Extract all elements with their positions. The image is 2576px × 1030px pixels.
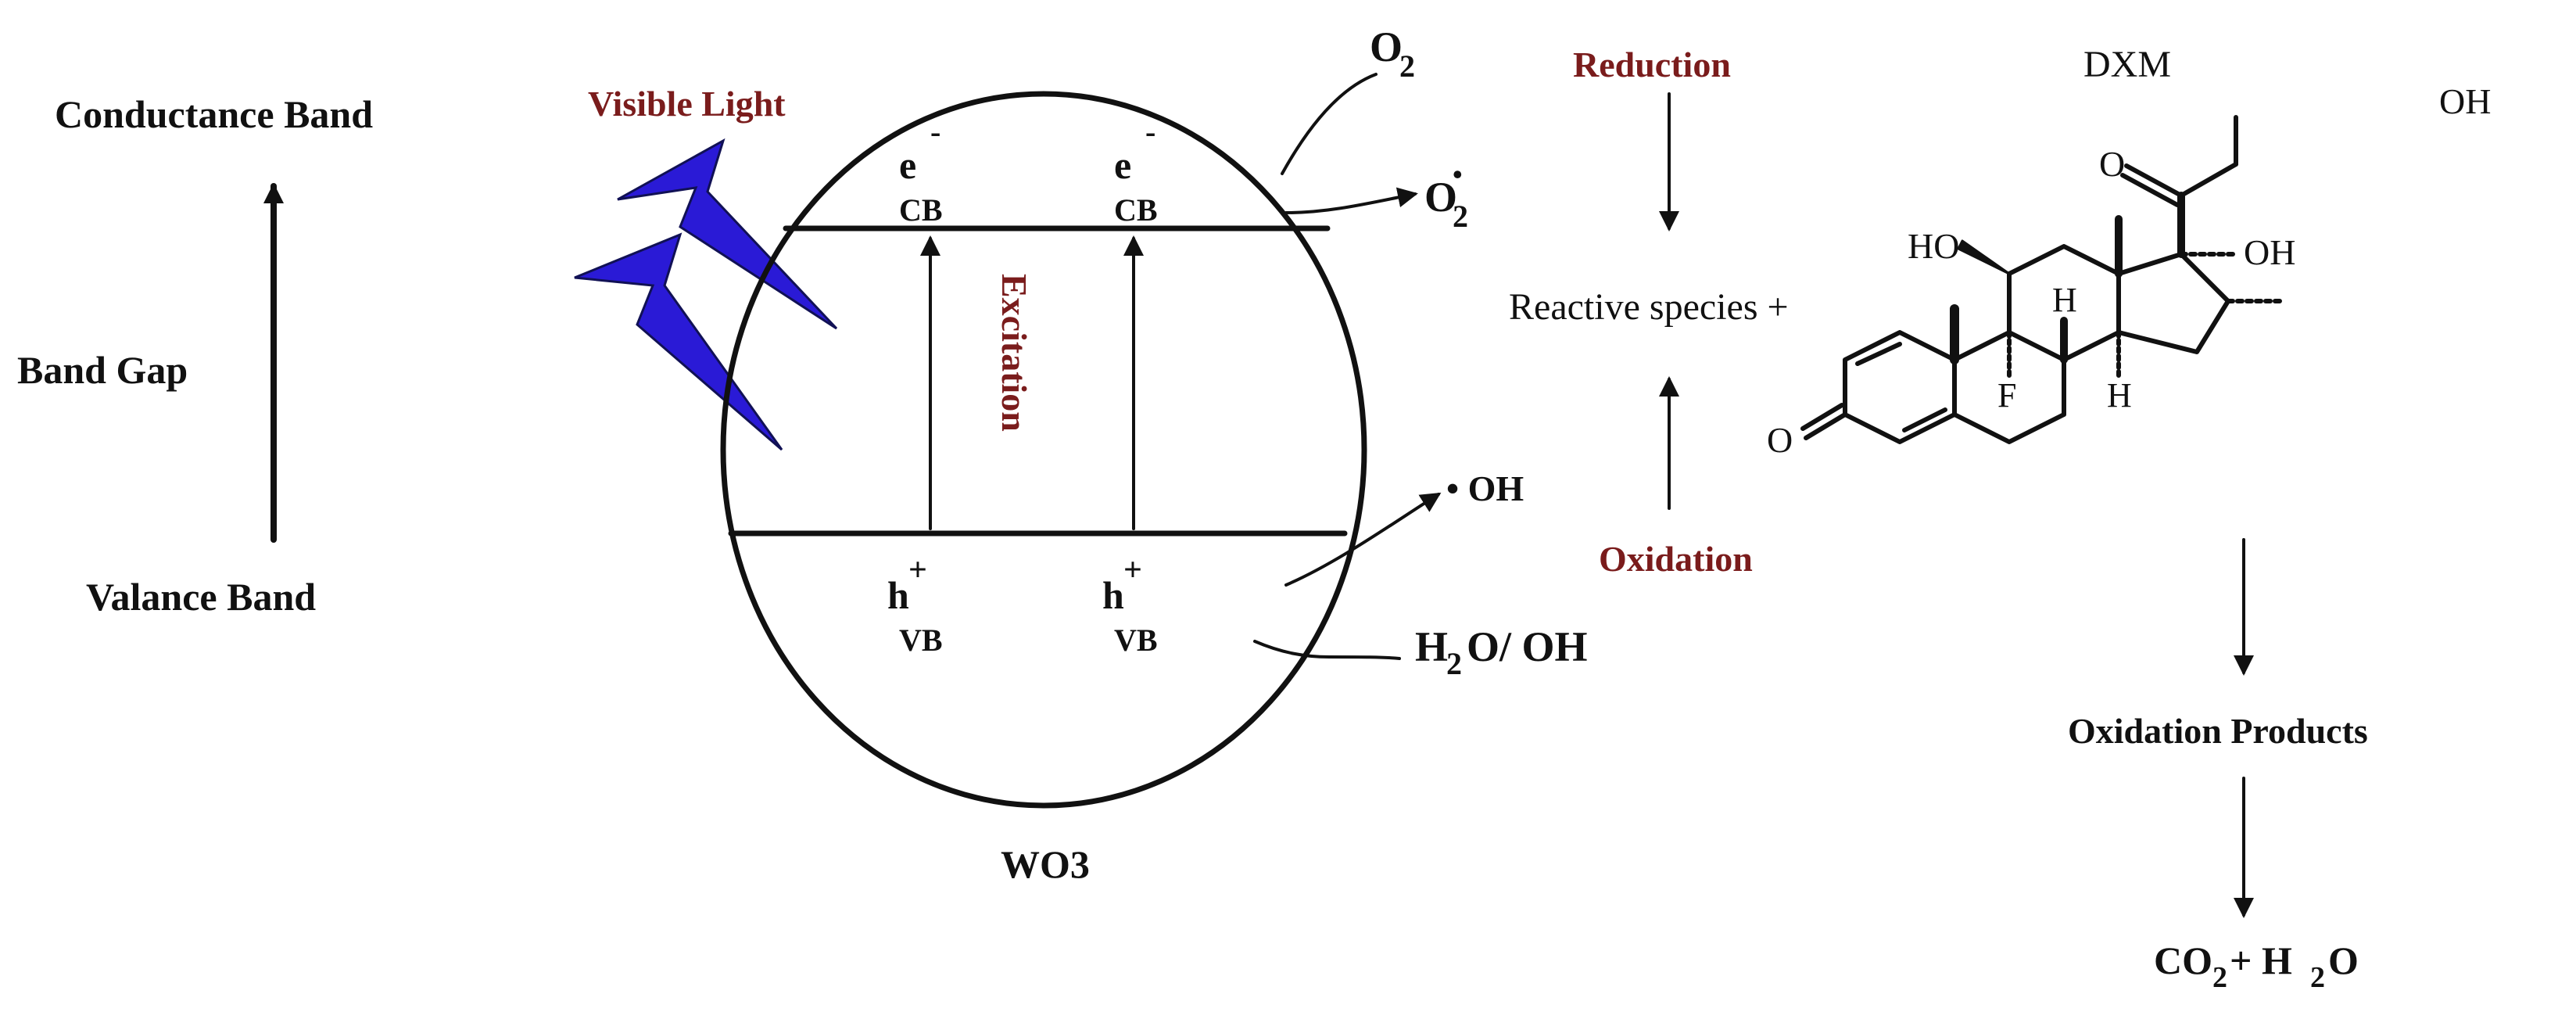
svg-text:-: - bbox=[1145, 114, 1155, 149]
svg-text:h: h bbox=[887, 573, 909, 617]
dxm-h14-label: H bbox=[2107, 376, 2132, 415]
svg-text:O: O bbox=[1424, 174, 1457, 221]
wo3-particle-outline bbox=[720, 91, 1367, 809]
svg-text:h: h bbox=[1102, 573, 1124, 617]
o2-radical-arrow bbox=[1284, 187, 1418, 214]
dxm-structure bbox=[1800, 115, 2285, 444]
dxm-oh-top: OH bbox=[2439, 81, 2491, 121]
dxm-oh17-label: OH bbox=[2244, 232, 2295, 272]
svg-text:CO: CO bbox=[2154, 938, 2212, 982]
dxm-ketone-o: O bbox=[2099, 144, 2125, 184]
svg-text:+ H: + H bbox=[2230, 938, 2292, 982]
dxm-label: DXM bbox=[2083, 44, 2171, 85]
water-hydroxide-label: H 2 O/ OH bbox=[1415, 623, 1588, 681]
o2-connector bbox=[1281, 73, 1378, 175]
hydroxyl-radical-arrow bbox=[1284, 492, 1442, 587]
superoxide-radical-label: O 2 • bbox=[1424, 159, 1468, 234]
svg-text:2: 2 bbox=[1453, 199, 1468, 234]
hole-vb-right: h + VB bbox=[1102, 552, 1158, 658]
svg-text:H: H bbox=[1415, 623, 1448, 670]
svg-text:CB: CB bbox=[1114, 192, 1158, 228]
svg-text:O/ OH: O/ OH bbox=[1467, 623, 1588, 670]
svg-text:O: O bbox=[2328, 938, 2359, 982]
svg-text:e: e bbox=[1114, 143, 1131, 187]
svg-text:2: 2 bbox=[2212, 961, 2227, 994]
svg-text:VB: VB bbox=[899, 623, 943, 658]
visible-light-label: Visible Light bbox=[588, 84, 786, 124]
hole-vb-left: h + VB bbox=[887, 552, 943, 658]
dxm-ho-label: HO bbox=[1908, 226, 1959, 266]
o2-label: O 2 bbox=[1370, 23, 1415, 84]
electron-cb-right: e - CB bbox=[1114, 114, 1158, 228]
svg-text:2: 2 bbox=[2310, 961, 2325, 994]
lightning-bolt-icon bbox=[574, 138, 838, 451]
conductance-band-label: Conductance Band bbox=[55, 92, 373, 136]
svg-text:e: e bbox=[899, 143, 916, 187]
hydroxyl-radical-label: • OH bbox=[1446, 468, 1524, 508]
oxidation-products-label: Oxidation Products bbox=[2068, 711, 2368, 751]
dxm-f-label: F bbox=[1997, 376, 2016, 415]
final-products-label: CO 2 + H 2 O bbox=[2154, 938, 2359, 994]
water-connector bbox=[1253, 640, 1401, 660]
svg-text:•: • bbox=[1453, 159, 1463, 190]
svg-text:VB: VB bbox=[1114, 623, 1158, 658]
band-gap-label: Band Gap bbox=[17, 348, 188, 392]
svg-text:O: O bbox=[1370, 23, 1403, 70]
valance-band-label: Valance Band bbox=[86, 575, 316, 619]
svg-text:+: + bbox=[1123, 552, 1142, 588]
svg-text:-: - bbox=[930, 114, 940, 149]
oxidation-label: Oxidation bbox=[1599, 539, 1753, 579]
svg-text:2: 2 bbox=[1446, 646, 1462, 681]
dxm-h8-label: H bbox=[2052, 281, 2077, 319]
wo3-label: WO3 bbox=[1001, 842, 1090, 886]
reactive-species-label: Reactive species + bbox=[1509, 286, 1789, 328]
reduction-label: Reduction bbox=[1573, 45, 1731, 84]
svg-text:+: + bbox=[908, 552, 927, 588]
dxm-o3-label: O bbox=[1767, 420, 1793, 460]
excitation-label: Excitation bbox=[994, 274, 1034, 432]
svg-text:CB: CB bbox=[899, 192, 943, 228]
electron-cb-left: e - CB bbox=[899, 114, 943, 228]
svg-text:2: 2 bbox=[1399, 48, 1415, 84]
